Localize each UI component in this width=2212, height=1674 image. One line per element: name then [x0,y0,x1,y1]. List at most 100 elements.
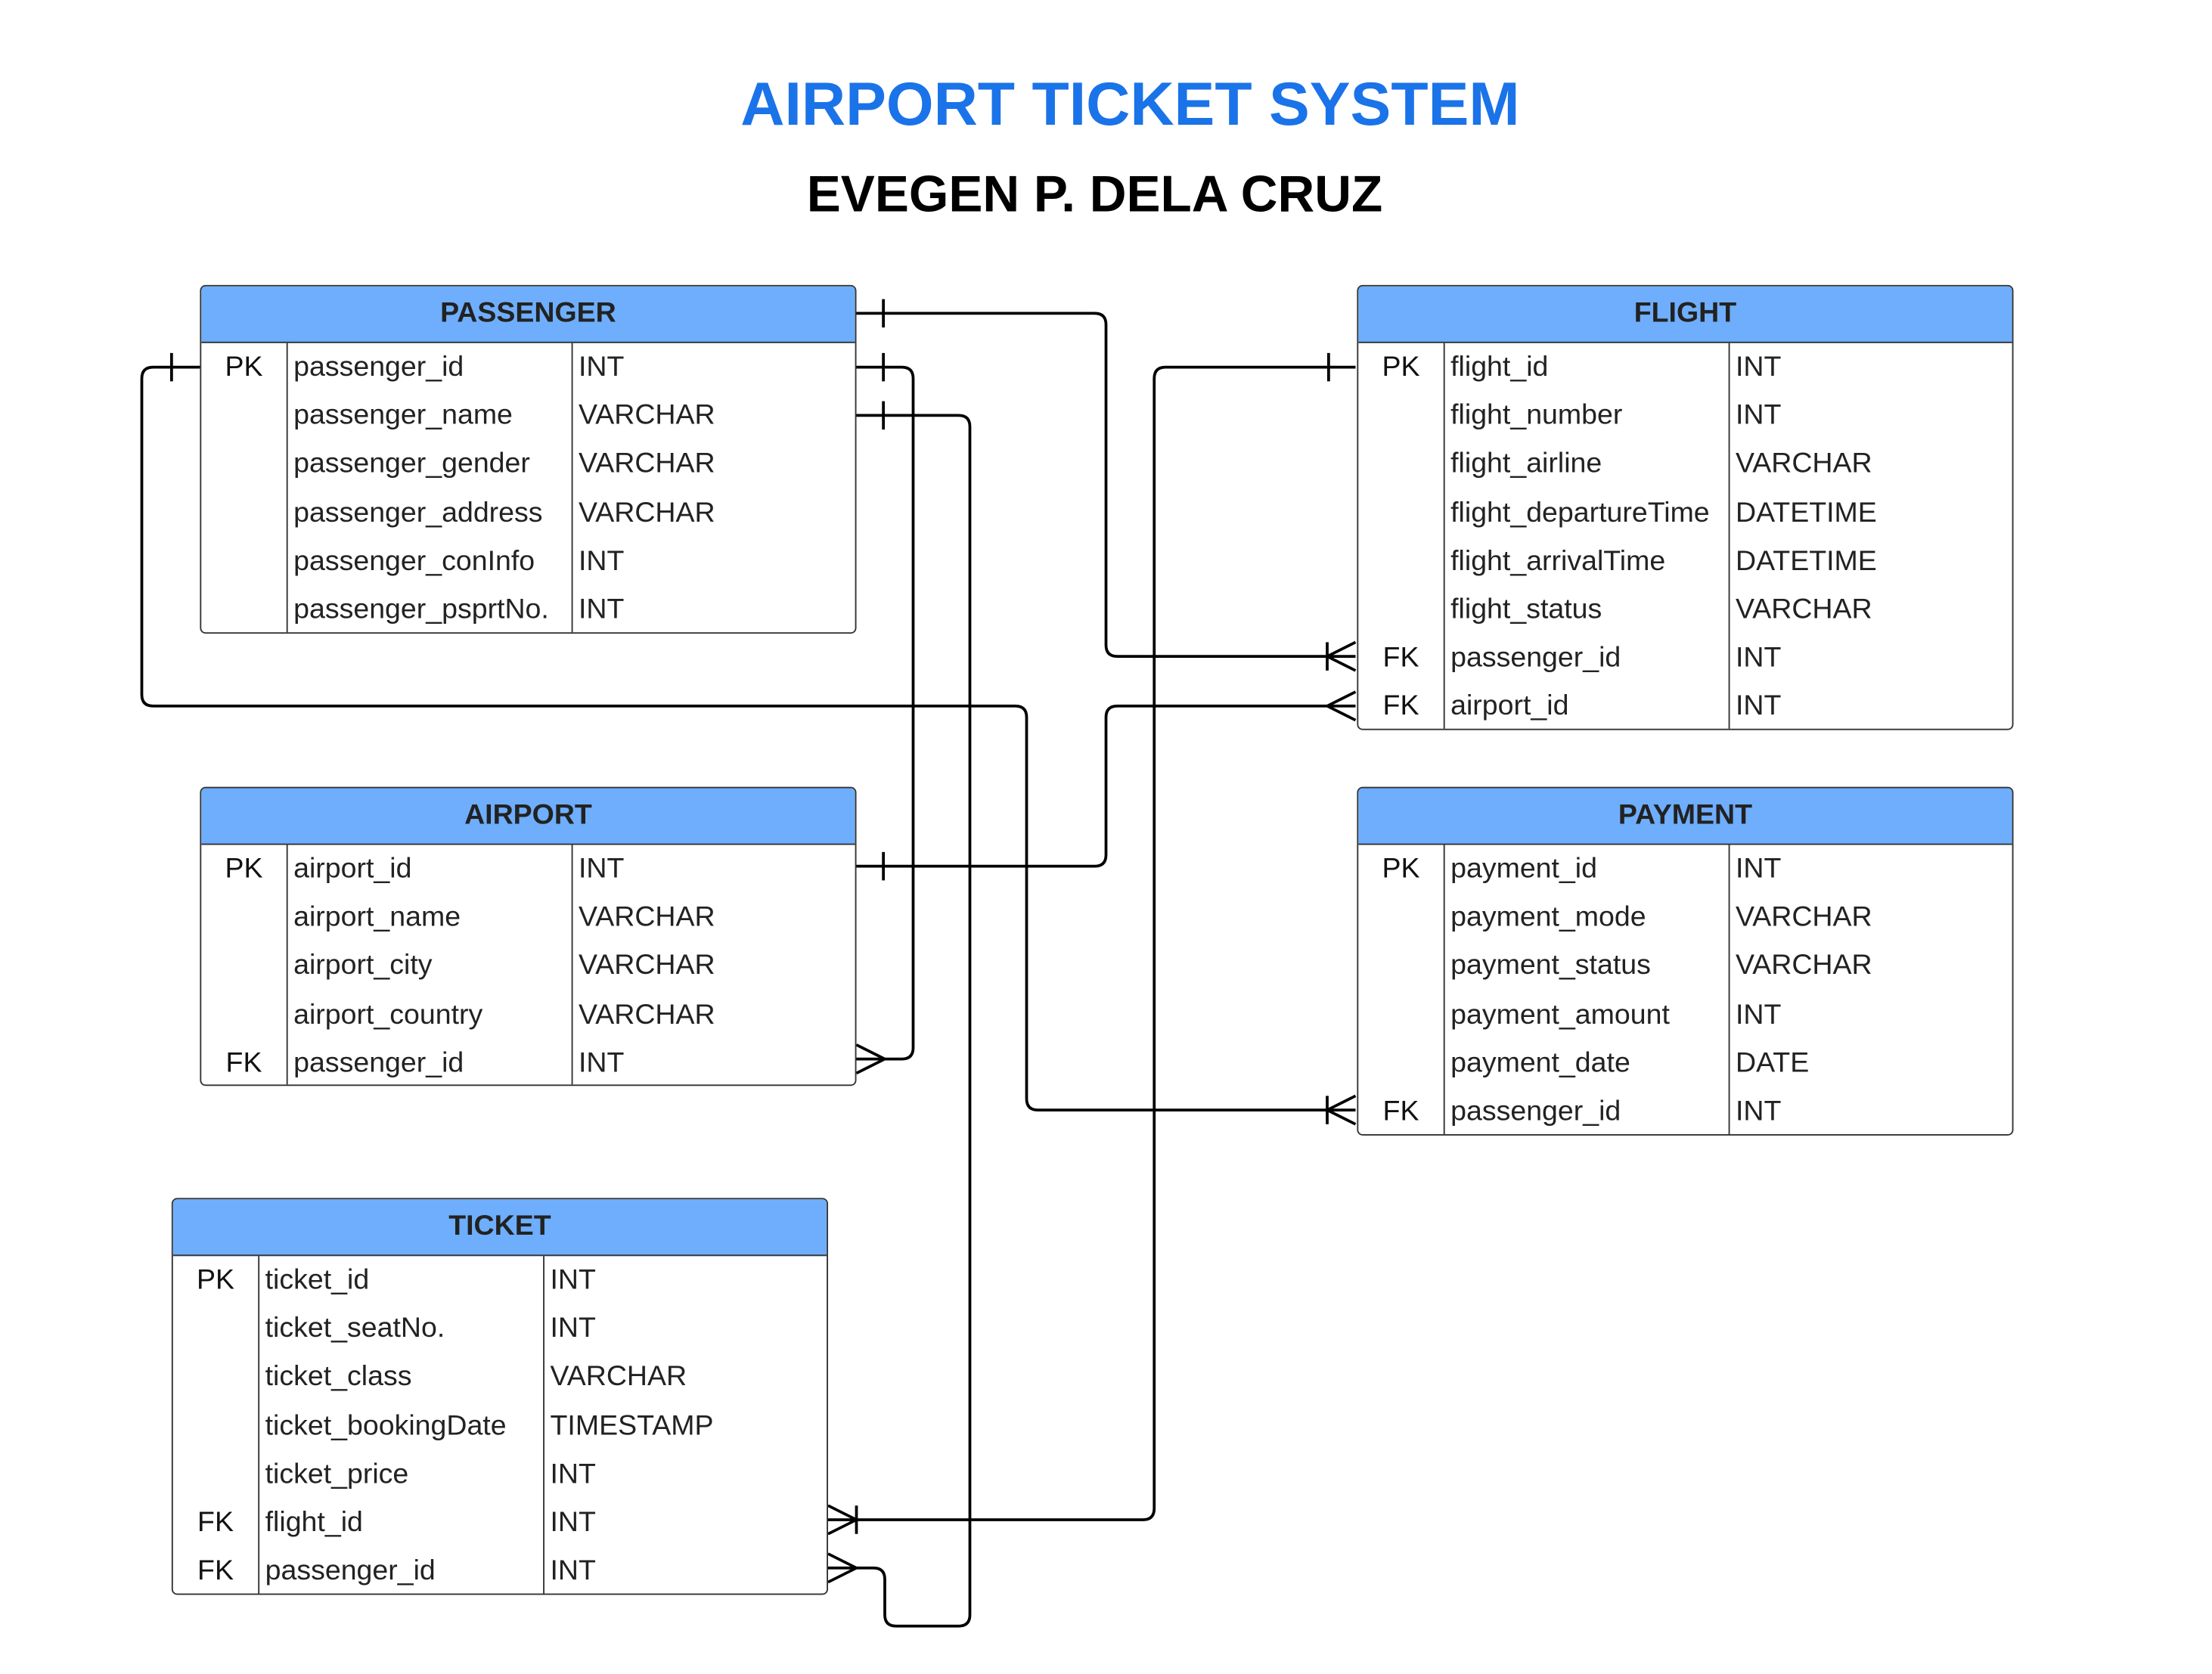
attribute-type: INT [1736,999,1782,1031]
attribute-type: INT [1736,1096,1782,1127]
attribute-name: flight_departureTime [1450,497,1710,529]
crow-foot-mark [855,1043,886,1075]
key-label [201,395,287,443]
attribute-name: ticket_bookingDate [265,1409,507,1442]
key-label [173,1307,259,1356]
key-label: FK [1382,642,1419,674]
crow-foot-mark [1326,640,1357,672]
entity-header: PASSENGER [201,286,855,343]
attribute-type: VARCHAR [1736,448,1872,480]
attribute-type: TIMESTAMP [550,1409,714,1442]
rel-passenger-airport [856,365,915,1061]
attribute-type: VARCHAR [1736,901,1872,934]
column-divider [543,1256,544,1594]
key-label: PK [225,352,263,383]
attribute-row: airport_city VARCHAR [201,944,855,993]
column-divider [1443,845,1445,1134]
attribute-row: airport_name VARCHAR [201,896,855,944]
key-label [201,540,287,588]
key-label: FK [1382,690,1419,722]
attribute-type: INT [1736,690,1782,722]
entity-header: AIRPORT [201,788,855,845]
attribute-type: INT [579,1047,625,1079]
attribute-type: VARCHAR [550,1361,687,1393]
attribute-type: INT [1736,642,1782,674]
attribute-name: flight_status [1450,594,1602,625]
attribute-name: passenger_gender [293,448,530,480]
column-divider [571,845,573,1085]
attribute-name: flight_number [1450,400,1623,432]
attribute-type: VARCHAR [1736,594,1872,625]
rel-passenger-ticket [828,414,972,1628]
key-label: FK [1382,1096,1419,1127]
attribute-type: INT [579,853,625,885]
attribute-type: DATETIME [1736,497,1877,529]
key-label [1358,491,1444,540]
attribute-type: INT [1736,853,1782,885]
key-label [201,944,287,993]
attribute-name: airport_name [293,901,461,934]
attribute-type: VARCHAR [579,497,715,529]
attribute-name: ticket_price [265,1458,409,1490]
attribute-name: flight_id [265,1507,363,1539]
key-label [173,1356,259,1404]
key-label [1358,1042,1444,1090]
key-label [1358,443,1444,491]
key-label [1358,588,1444,637]
attribute-type: INT [579,352,625,383]
key-label [173,1452,259,1501]
attribute-type: INT [550,1313,596,1344]
entity-header: PAYMENT [1358,788,2012,845]
attribute-row: flight_airline VARCHAR [1358,443,2012,491]
attribute-name: passenger_id [293,1047,464,1079]
attribute-type: DATE [1736,1047,1810,1079]
key-label: PK [1382,853,1420,885]
column-divider [1728,343,1730,729]
attribute-name: flight_airline [1450,448,1602,480]
attribute-name: flight_arrivalTime [1450,545,1666,577]
attribute-type: INT [1736,400,1782,432]
key-label [173,1404,259,1452]
diagram-title: AIRPORT TICKET SYSTEM [740,70,1520,139]
attribute-type: INT [550,1507,596,1539]
attribute-name: passenger_psprtNo. [293,594,549,625]
column-divider [258,1256,260,1594]
key-label [1358,994,1444,1042]
key-label [201,896,287,944]
key-label: FK [225,1047,262,1079]
attribute-row: passenger_gender VARCHAR [201,443,855,491]
key-label [201,491,287,540]
attribute-type: VARCHAR [579,448,715,480]
key-label [201,588,287,632]
rel-passenger-payment [140,365,1356,1111]
attribute-type: VARCHAR [579,901,715,934]
crow-foot-mark [1326,1094,1357,1126]
attribute-name: airport_city [293,950,433,982]
attribute-type: VARCHAR [579,950,715,982]
attribute-name: ticket_id [265,1264,370,1296]
key-label [201,994,287,1042]
attribute-type: VARCHAR [579,400,715,432]
column-divider [286,343,288,633]
attribute-name: payment_status [1450,950,1651,982]
